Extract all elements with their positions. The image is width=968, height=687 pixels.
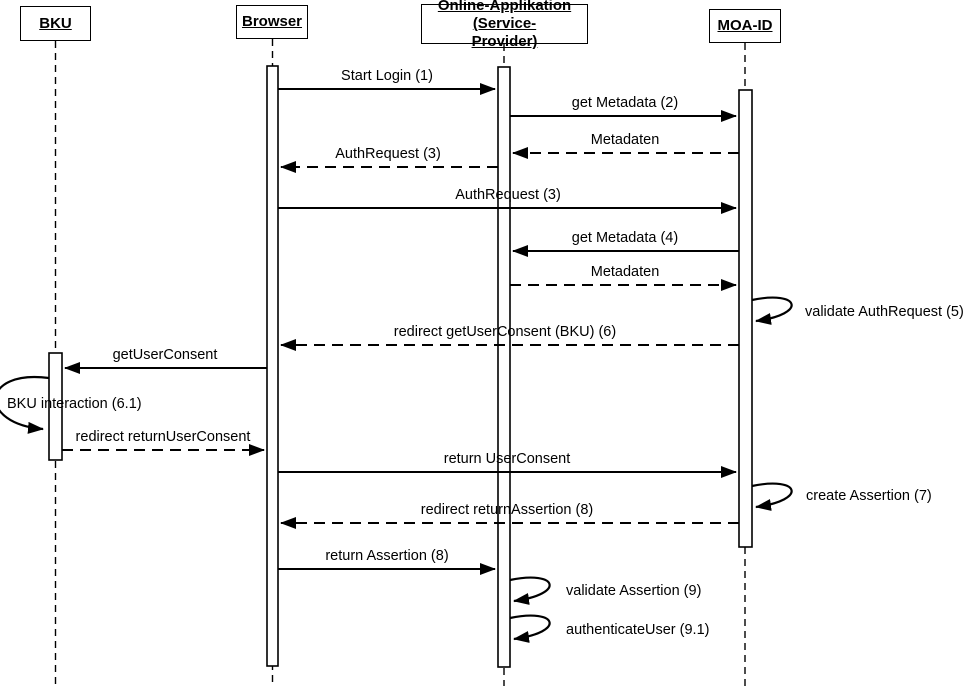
message-label-create-assertion: create Assertion (7) [806,488,932,504]
message-label-bku-interaction: BKU interaction (6.1) [7,396,142,412]
actor-box-bku: BKU [20,6,91,41]
actor-label-online-app: Online-Applikation (Service- Provider) [437,0,572,50]
message-label-metadaten-1: Metadaten [590,132,660,148]
activation-bar-online-app [497,66,511,668]
actor-label-bku: BKU [39,14,72,32]
message-label-authrequest-3-dashed: AuthRequest (3) [335,146,441,162]
actor-label-browser: Browser [241,13,303,30]
actor-box-online-app: Online-Applikation (Service- Provider) [421,0,588,50]
loop-bku-interaction [0,375,50,434]
message-label-getuserconsent: getUserConsent [112,347,218,363]
message-label-authenticateuser: authenticateUser (9.1) [566,622,710,638]
message-label-redirect-returnuserconsent: redirect returnUserConsent [75,429,251,445]
message-label-get-metadata-2: get Metadata (2) [571,95,679,111]
message-label-start-login: Start Login (1) [341,68,433,84]
message-label-redirect-returnassertion: redirect returnAssertion (8) [420,502,594,518]
loop-create-assertion [751,482,793,511]
message-label-redirect-getuserconsent: redirect getUserConsent (BKU) (6) [393,324,617,340]
activation-bar-bku [48,352,63,461]
actor-box-moa-id: MOA-ID [709,9,781,43]
actor-box-browser: Browser [236,5,308,39]
message-label-validate-authrequest: validate AuthRequest (5) [805,304,964,320]
activation-bar-moa-id [738,89,753,548]
loop-validate-assertion [509,576,551,605]
message-label-return-assertion: return Assertion (8) [325,548,449,564]
message-label-get-metadata-4: get Metadata (4) [571,230,679,246]
loop-authenticateuser [509,614,551,643]
activation-bar-browser [266,65,279,667]
actor-label-moa-id: MOA-ID [717,17,773,34]
message-label-metadaten-2: Metadaten [590,264,660,280]
message-label-validate-assertion: validate Assertion (9) [566,583,702,599]
loop-validate-authrequest [751,296,793,325]
message-label-return-userconsent: return UserConsent [443,451,571,467]
message-label-authrequest-3-solid: AuthRequest (3) [455,187,561,203]
